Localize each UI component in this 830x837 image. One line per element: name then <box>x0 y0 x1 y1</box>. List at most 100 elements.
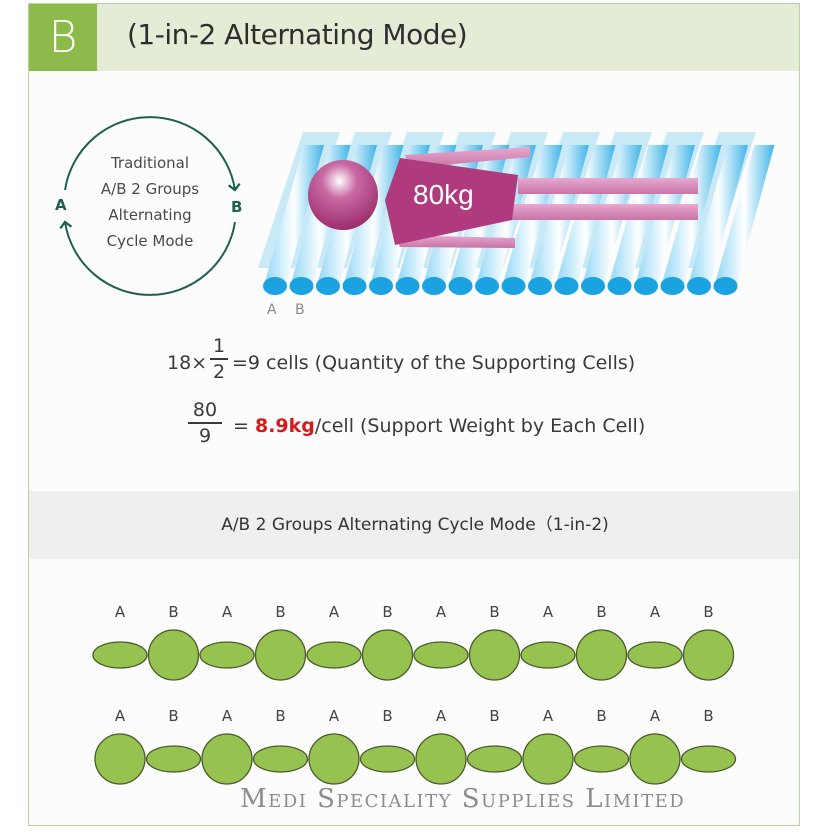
section-badge: B <box>29 4 97 71</box>
formula2-text: = 8.9kg/cell (Support Weight by Each Cel… <box>233 415 645 437</box>
air-cell-end <box>660 277 685 295</box>
cell-deflated <box>413 641 469 669</box>
row-cell-label: A <box>221 603 233 621</box>
row-cell-label: A <box>114 707 126 725</box>
cycle-line: Cycle Mode <box>106 232 194 250</box>
cell-deflated <box>520 641 576 669</box>
cell-inflated <box>254 629 307 681</box>
air-cell-end <box>395 277 420 295</box>
row-cell-label: B <box>382 603 393 621</box>
row-cell-label: B <box>489 603 500 621</box>
mattress-illustration <box>258 132 775 295</box>
row-cell-label: A <box>542 603 554 621</box>
numerator: 80 <box>192 399 218 421</box>
cycle-label-a: A <box>55 196 67 214</box>
weight-label: 80kg <box>413 179 474 210</box>
row-cell-label: A <box>328 603 340 621</box>
air-cell-end <box>581 277 605 295</box>
cell-row <box>94 733 737 785</box>
denominator: 9 <box>198 424 212 447</box>
cell-inflated <box>308 733 360 785</box>
air-cell-end <box>607 277 632 295</box>
cell-inflated <box>361 629 414 681</box>
cell-deflated <box>359 745 416 773</box>
patient-figure <box>308 147 698 248</box>
row-cell-label: A <box>649 603 661 621</box>
row-cell-label: B <box>703 603 714 621</box>
cycle-line: Alternating <box>108 206 192 224</box>
air-cell-end <box>501 277 526 295</box>
company-watermark: Medi Speciality Supplies Limited <box>240 784 686 814</box>
cycle-caption: Traditional A/B 2 Groups Alternating Cyc… <box>60 150 240 254</box>
air-cell <box>343 145 404 285</box>
air-cell <box>264 145 324 285</box>
air-cell <box>688 145 748 285</box>
patient-leg-lower <box>512 204 698 220</box>
patient-arm-upper <box>405 147 530 168</box>
air-cell-end <box>369 277 393 295</box>
row-cell-label: A <box>435 707 447 725</box>
air-cell-end <box>528 277 552 295</box>
cell-inflated <box>94 733 146 785</box>
row-cell-label: B <box>703 707 714 725</box>
denominator: 2 <box>212 360 226 383</box>
cell-inflated <box>147 629 200 681</box>
air-cell-end <box>634 277 658 295</box>
air-cell-end <box>316 277 340 295</box>
row-cell-label: A <box>221 707 233 725</box>
numerator: 1 <box>212 335 226 357</box>
cell-inflated <box>201 733 253 785</box>
cell-label-a: A <box>267 302 277 318</box>
air-cell-end <box>289 277 314 295</box>
row-cell-label: B <box>168 707 179 725</box>
cell-deflated <box>252 745 309 773</box>
row-cell-label: B <box>275 603 286 621</box>
cell-deflated <box>573 745 630 773</box>
cell-inflated <box>468 629 521 681</box>
cell-inflated <box>682 629 735 681</box>
cell-deflated <box>199 641 255 669</box>
row-cell-label: B <box>489 707 500 725</box>
row-cell-label: A <box>114 603 126 621</box>
page-title: (1-in-2 Alternating Mode) <box>127 18 468 51</box>
cell-deflated <box>627 641 683 669</box>
header-bar: B (1-in-2 Alternating Mode) <box>29 4 799 71</box>
air-cell <box>714 145 775 285</box>
row-cell-label: B <box>382 707 393 725</box>
per-cell-weight: 8.9kg <box>254 415 315 437</box>
row-cell-label: A <box>542 707 554 725</box>
row-cell-label: B <box>596 603 607 621</box>
cell-label-b: B <box>295 302 305 318</box>
patient-torso <box>385 158 518 245</box>
cell-deflated <box>680 745 737 773</box>
cycle-label-b: B <box>231 198 243 216</box>
air-cell-end <box>554 277 579 295</box>
formula2-suffix: /cell (Support Weight by Each Cell) <box>314 415 646 437</box>
formula2-fraction: 80 9 <box>188 399 222 447</box>
cell-inflated <box>522 733 574 785</box>
cell-deflated <box>145 745 202 773</box>
air-cell-end <box>713 277 738 295</box>
cell-deflated <box>92 641 148 669</box>
air-cell-end <box>342 277 367 295</box>
cycle-line: A/B 2 Groups <box>100 180 200 198</box>
cell-deflated <box>306 641 362 669</box>
formula1-result: =9 cells (Quantity of the Supporting Cel… <box>232 352 636 374</box>
cycle-line: Traditional <box>110 154 190 172</box>
section-title: A/B 2 Groups Alternating Cycle Mode（1-in… <box>221 515 609 535</box>
patient-leg-upper <box>518 178 698 194</box>
row-cell-label: B <box>168 603 179 621</box>
equals-sign: = <box>233 415 249 437</box>
patient-head <box>308 160 378 230</box>
row-cell-label: A <box>649 707 661 725</box>
row-cell-label: B <box>596 707 607 725</box>
row-cell-label: A <box>435 603 447 621</box>
formula1-prefix: 18× <box>167 352 208 374</box>
cell-inflated <box>415 733 467 785</box>
air-cell-end <box>263 277 287 295</box>
air-cell-end <box>422 277 446 295</box>
row-cell-label: B <box>275 707 286 725</box>
section-band <box>29 491 799 559</box>
cell-deflated <box>466 745 523 773</box>
air-cell-end <box>448 277 473 295</box>
